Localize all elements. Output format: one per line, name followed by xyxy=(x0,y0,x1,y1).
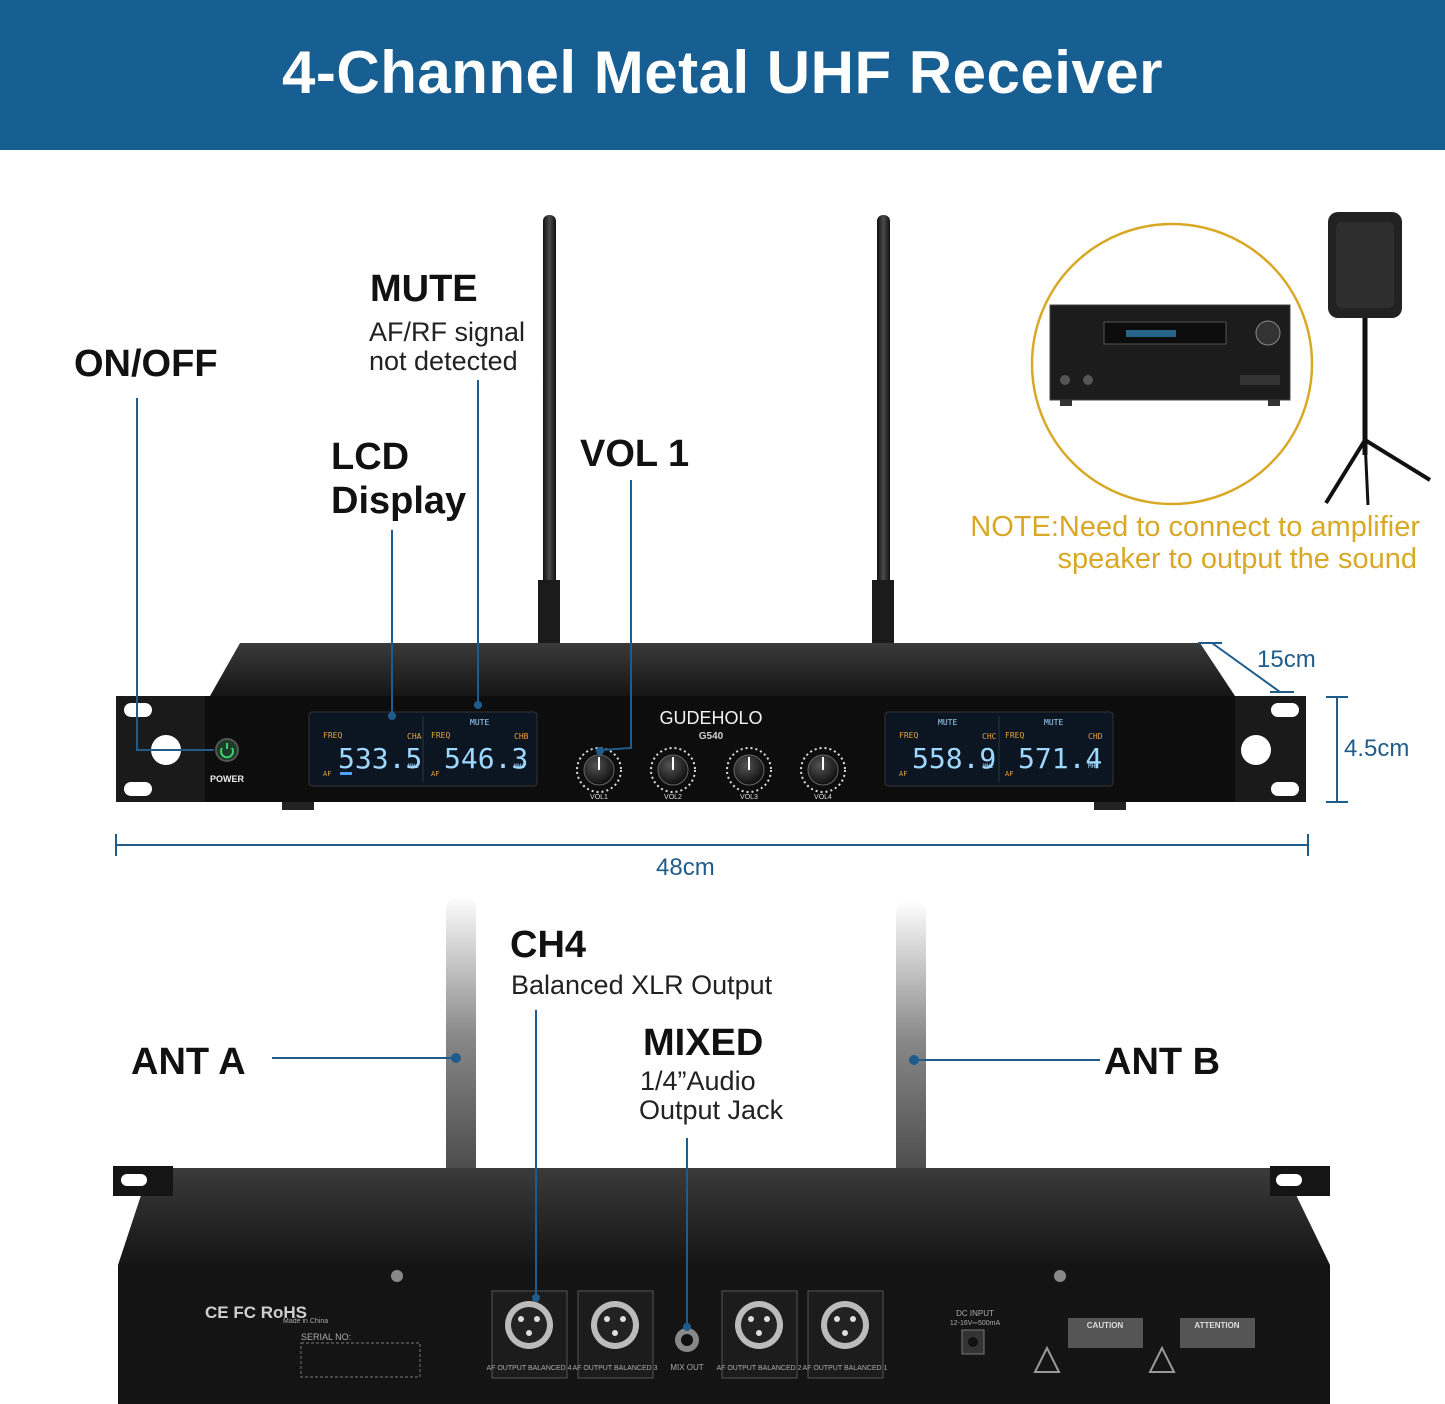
dimension-lines xyxy=(115,642,1348,856)
svg-text:MUTE: MUTE xyxy=(1044,718,1063,727)
speaker-icon xyxy=(1324,212,1432,506)
attention-label: ATTENTION xyxy=(1180,1318,1255,1348)
ant-b-callout: ANT B xyxy=(1104,1041,1221,1083)
svg-text:MHz: MHz xyxy=(408,763,419,770)
svg-text:MUTE: MUTE xyxy=(470,718,489,727)
svg-text:VOL1: VOL1 xyxy=(590,794,608,801)
note-line2: speaker to output the sound xyxy=(1057,543,1417,575)
height-dimension: 4.5cm xyxy=(1344,735,1410,762)
mute-callout-line2: not detected xyxy=(369,346,518,376)
svg-text:AF: AF xyxy=(431,770,439,778)
svg-text:CHD: CHD xyxy=(1088,732,1103,741)
ch4-callout-sub: Balanced XLR Output xyxy=(511,970,773,1000)
svg-text:AF OUTPUT BALANCED 3: AF OUTPUT BALANCED 3 xyxy=(572,1365,657,1372)
svg-text:ATTENTION: ATTENTION xyxy=(1194,1321,1239,1330)
xlr-output-4[interactable]: AF OUTPUT BALANCED 4 xyxy=(486,1290,572,1379)
svg-text:AF OUTPUT BALANCED 4: AF OUTPUT BALANCED 4 xyxy=(486,1365,571,1372)
volume-knob-3[interactable]: VOL3 xyxy=(726,747,772,801)
svg-text:FREQ: FREQ xyxy=(899,731,918,740)
mix-out-jack[interactable]: MIX OUT xyxy=(670,1328,704,1372)
lcd-channel-b: MUTE FREQ CHB 546.3 MHz AF xyxy=(431,718,529,778)
mute-callout-title: MUTE xyxy=(370,268,478,310)
xlr-output-1[interactable]: AF OUTPUT BALANCED 1 xyxy=(802,1290,888,1379)
ch4-callout-title: CH4 xyxy=(510,924,587,966)
svg-text:CHC: CHC xyxy=(982,732,997,741)
dc-input-jack[interactable]: DC INPUT 12-16V⎓500mA xyxy=(950,1309,1001,1355)
front-chassis-top xyxy=(210,643,1235,696)
svg-text:533.5: 533.5 xyxy=(338,742,422,775)
ant-a-callout: ANT A xyxy=(131,1041,246,1083)
title-banner: 4-Channel Metal UHF Receiver xyxy=(0,0,1445,150)
svg-text:Made in China: Made in China xyxy=(283,1318,328,1325)
depth-dimension: 15cm xyxy=(1257,646,1316,673)
certification-logos: CE FC RoHS xyxy=(205,1303,307,1322)
lcd-channel-a: FREQ CHA 533.5 MHz AF xyxy=(323,731,422,778)
svg-text:AF OUTPUT BALANCED 1: AF OUTPUT BALANCED 1 xyxy=(802,1365,887,1372)
svg-text:MHz: MHz xyxy=(514,763,525,770)
note-line1: NOTE:Need to connect to amplifier xyxy=(970,511,1420,543)
svg-text:MHz: MHz xyxy=(1088,763,1099,770)
brand-name: GUDEHOLO xyxy=(659,708,762,728)
svg-text:571.4: 571.4 xyxy=(1018,742,1102,775)
svg-text:VOL3: VOL3 xyxy=(740,794,758,801)
svg-text:AF: AF xyxy=(323,770,331,778)
svg-text:546.3: 546.3 xyxy=(444,742,528,775)
xlr-output-2[interactable]: AF OUTPUT BALANCED 2 xyxy=(716,1290,802,1379)
power-label: POWER xyxy=(210,774,245,784)
volume-knob-4[interactable]: VOL4 xyxy=(800,747,846,801)
lcd-channel-d: MUTE FREQ CHD 571.4 MHz AF xyxy=(1005,718,1103,778)
svg-text:AF OUTPUT BALANCED 2: AF OUTPUT BALANCED 2 xyxy=(716,1365,801,1372)
svg-text:FREQ: FREQ xyxy=(431,731,450,740)
width-dimension: 48cm xyxy=(656,854,715,881)
svg-text:DC INPUT: DC INPUT xyxy=(956,1309,994,1318)
serial-label: SERIAL NO: xyxy=(301,1332,351,1342)
leader-lines-rear xyxy=(272,1010,1100,1327)
svg-text:AF: AF xyxy=(1005,770,1013,778)
volume-knob-2[interactable]: VOL2 xyxy=(650,747,696,801)
svg-text:FREQ: FREQ xyxy=(323,731,342,740)
volume-knob-1[interactable]: VOL1 xyxy=(576,747,622,801)
lcd-callout-line2: Display xyxy=(331,480,467,522)
mute-callout-line1: AF/RF signal xyxy=(369,317,526,347)
svg-text:CHA: CHA xyxy=(407,732,422,741)
rear-chassis-top xyxy=(118,1168,1330,1265)
front-antenna-a xyxy=(538,215,560,645)
svg-text:CHB: CHB xyxy=(514,732,529,741)
mixed-callout-line1: 1/4”Audio xyxy=(640,1066,756,1096)
svg-text:12-16V⎓500mA: 12-16V⎓500mA xyxy=(950,1320,1001,1327)
lcd-callout-line1: LCD xyxy=(331,436,410,478)
vol1-callout: VOL 1 xyxy=(580,433,690,475)
svg-text:VOL2: VOL2 xyxy=(664,794,682,801)
leader-lines-front xyxy=(136,380,632,751)
mixed-callout-line2: Output Jack xyxy=(639,1095,784,1125)
svg-text:VOL4: VOL4 xyxy=(814,794,832,801)
svg-text:MIX OUT: MIX OUT xyxy=(670,1363,703,1372)
svg-text:AF: AF xyxy=(899,770,907,778)
svg-text:FREQ: FREQ xyxy=(1005,731,1024,740)
svg-text:MUTE: MUTE xyxy=(938,718,957,727)
on-off-callout: ON/OFF xyxy=(74,343,218,385)
caution-label: CAUTION xyxy=(1033,1318,1176,1373)
lcd-channel-c: MUTE FREQ CHC 558.9 MHz AF xyxy=(899,718,997,778)
front-antenna-b xyxy=(872,215,894,645)
amplifier-icon xyxy=(1049,304,1291,406)
svg-text:MHz: MHz xyxy=(983,763,994,770)
page-title: 4-Channel Metal UHF Receiver xyxy=(282,39,1163,106)
model-name: G540 xyxy=(699,731,724,742)
svg-text:CAUTION: CAUTION xyxy=(1087,1321,1124,1330)
mixed-callout-title: MIXED xyxy=(643,1022,764,1064)
svg-text:558.9: 558.9 xyxy=(912,742,996,775)
xlr-output-3[interactable]: AF OUTPUT BALANCED 3 xyxy=(572,1290,658,1379)
